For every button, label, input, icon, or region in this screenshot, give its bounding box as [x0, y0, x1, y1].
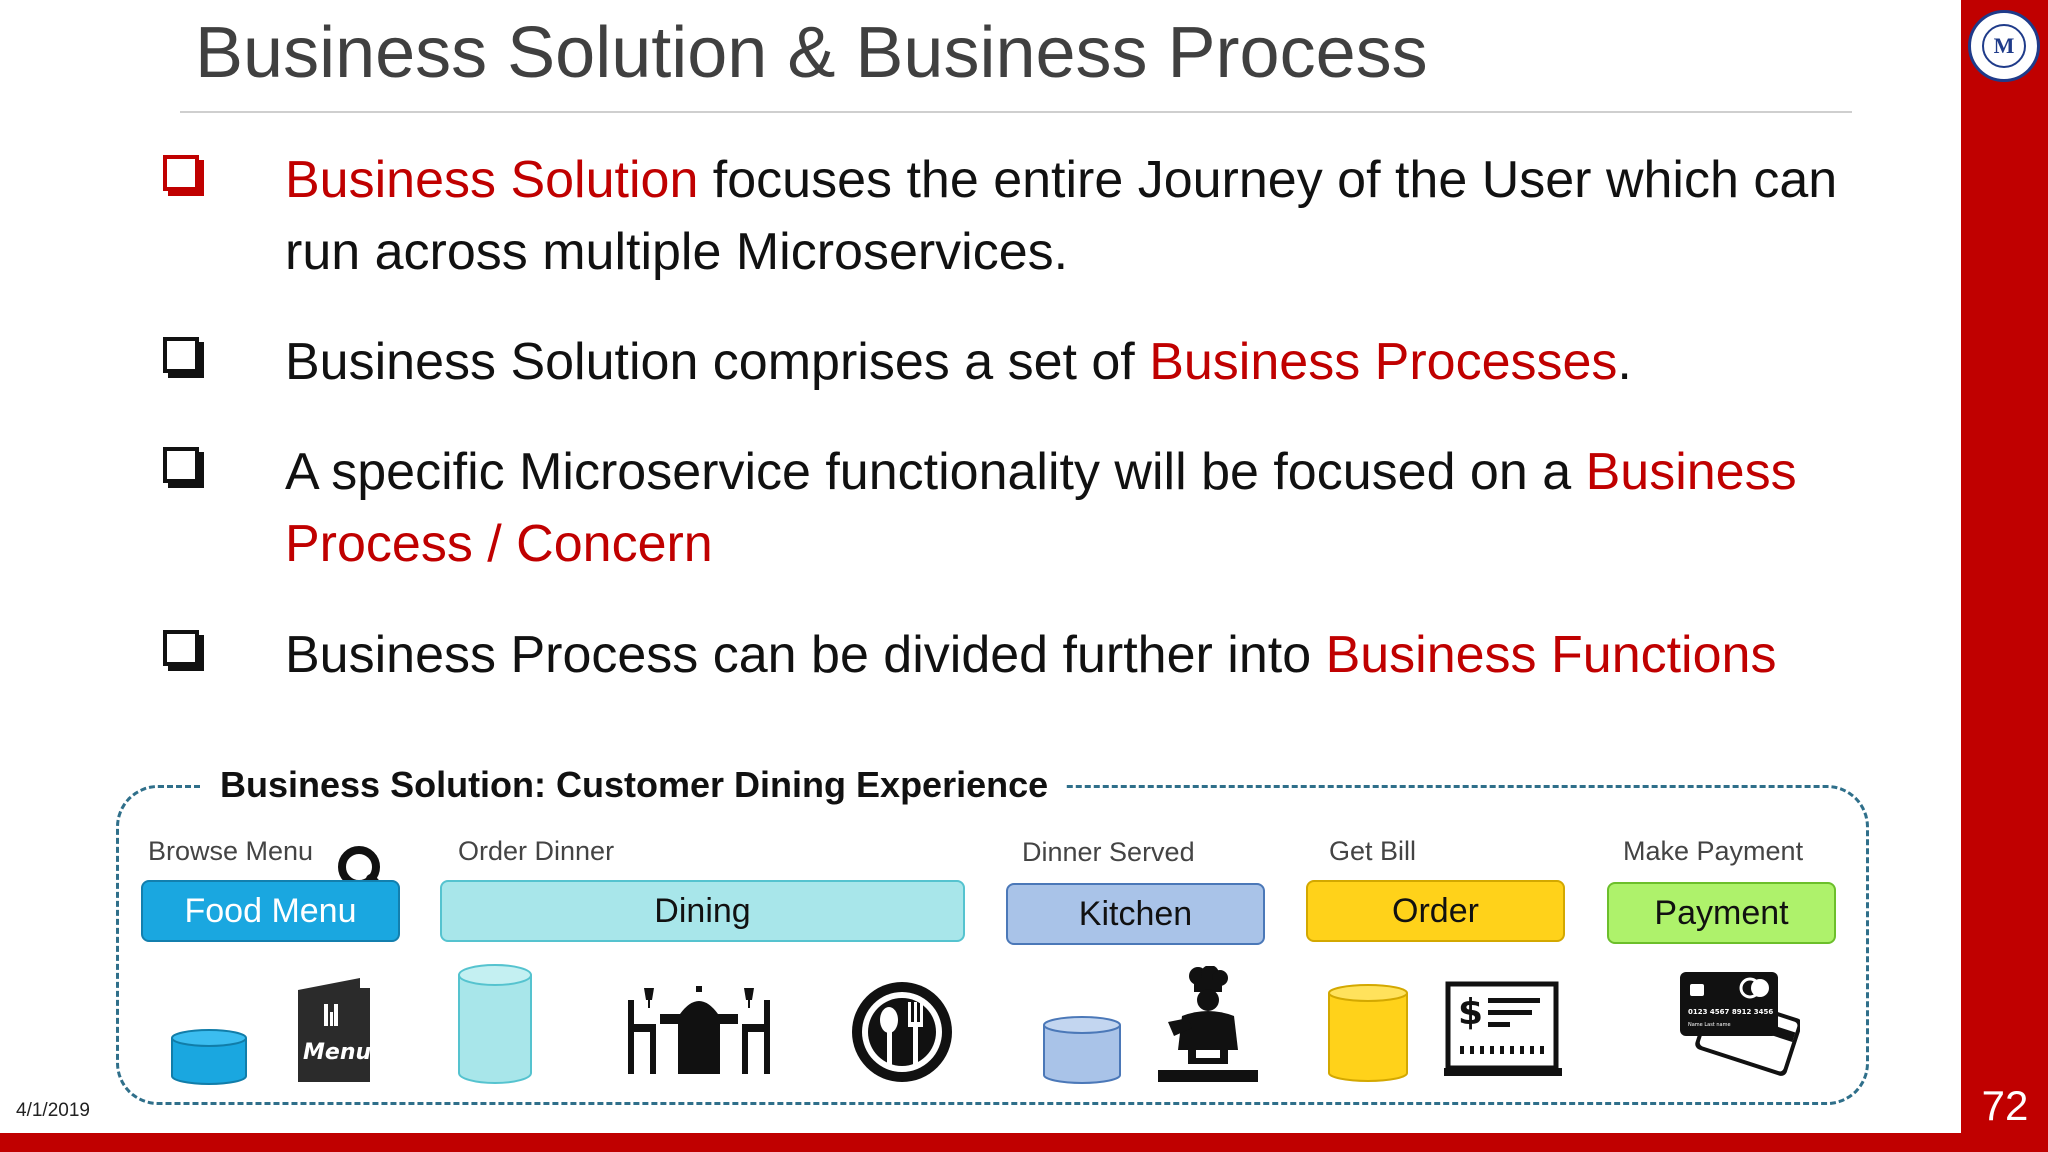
bullet-3-text: A specific Microservice functionality wi…: [285, 443, 1586, 501]
bullet-3: A specific Microservice functionality wi…: [285, 436, 1845, 580]
bullet-2-text: Business Solution comprises a set of: [285, 333, 1150, 391]
bullet-2: Business Solution comprises a set of Bus…: [285, 326, 1845, 398]
solution-frame: [116, 785, 1869, 1105]
dining-table-icon: [628, 986, 770, 1074]
diagram-title: Business Solution: Customer Dining Exper…: [202, 764, 1067, 806]
service-label-payment: Payment: [1654, 893, 1789, 932]
bullet-4-highlight: Business Functions: [1325, 626, 1777, 684]
service-box-food-menu: Food Menu: [141, 880, 400, 942]
university-logo-icon: M: [1968, 10, 2040, 82]
checkbox-bullet-icon: [163, 630, 204, 671]
checkbox-bullet-icon: [163, 337, 204, 378]
plate-cutlery-icon: [852, 982, 952, 1082]
bill-receipt-icon: $: [1444, 981, 1562, 1076]
page-number: 72: [1981, 1082, 2029, 1129]
chef-icon: [1158, 966, 1258, 1082]
step-label-dinner-served: Dinner Served: [1022, 837, 1195, 867]
service-label-dining: Dining: [654, 891, 751, 930]
side-color-band: [1961, 0, 2048, 1152]
service-box-dining: Dining: [440, 880, 965, 942]
service-label-food-menu: Food Menu: [184, 891, 357, 930]
dining-database-icon: [458, 964, 532, 1084]
slide-date: 4/1/2019: [16, 1100, 90, 1121]
bullet-1: Business Solution focuses the entire Jou…: [285, 144, 1845, 288]
bullet-4: Business Process can be divided further …: [285, 619, 1845, 691]
step-label-order-dinner: Order Dinner: [458, 836, 615, 866]
service-label-kitchen: Kitchen: [1078, 894, 1193, 933]
food-menu-database-icon: [171, 1029, 247, 1085]
menu-book-icon: [298, 978, 370, 1082]
bullet-1-text: focuses the entire Journey of the User w…: [285, 151, 1838, 281]
logo-letter: M: [1993, 33, 2015, 58]
title-divider: [180, 111, 1852, 113]
bullet-2-end: .: [1617, 333, 1632, 391]
bullet-4-text: Business Process can be divided further …: [285, 626, 1326, 684]
service-box-order: Order: [1306, 880, 1565, 942]
checkbox-bullet-icon: [163, 155, 204, 196]
credit-card-icon: 0123 4567 8912 3456 Name Last name: [1680, 972, 1800, 1076]
step-label-get-bill: Get Bill: [1329, 836, 1417, 866]
bottom-color-band: [0, 1133, 2048, 1152]
menu-book-label: Menu: [303, 1040, 372, 1065]
service-box-kitchen: Kitchen: [1006, 883, 1265, 945]
bill-dollar-symbol: $: [1458, 992, 1483, 1033]
service-label-order: Order: [1392, 891, 1479, 930]
bullet-3-highlight: Business Process / Concern: [285, 443, 1797, 573]
card-number-text: 0123 4567 8912 3456: [1688, 1008, 1773, 1016]
checkbox-bullet-icon: [163, 447, 204, 488]
kitchen-database-icon: [1043, 1016, 1121, 1084]
bullet-2-highlight: Business Processes: [1149, 333, 1618, 391]
card-name-text: Name Last name: [1688, 1022, 1731, 1028]
service-box-payment: Payment: [1607, 882, 1836, 944]
order-database-icon: [1328, 984, 1408, 1082]
slide-title: Business Solution & Business Process: [195, 13, 1428, 93]
step-label-browse-menu: Browse Menu: [148, 836, 314, 866]
bullet-1-highlight: Business Solution: [285, 151, 699, 209]
step-label-make-payment: Make Payment: [1623, 836, 1804, 866]
